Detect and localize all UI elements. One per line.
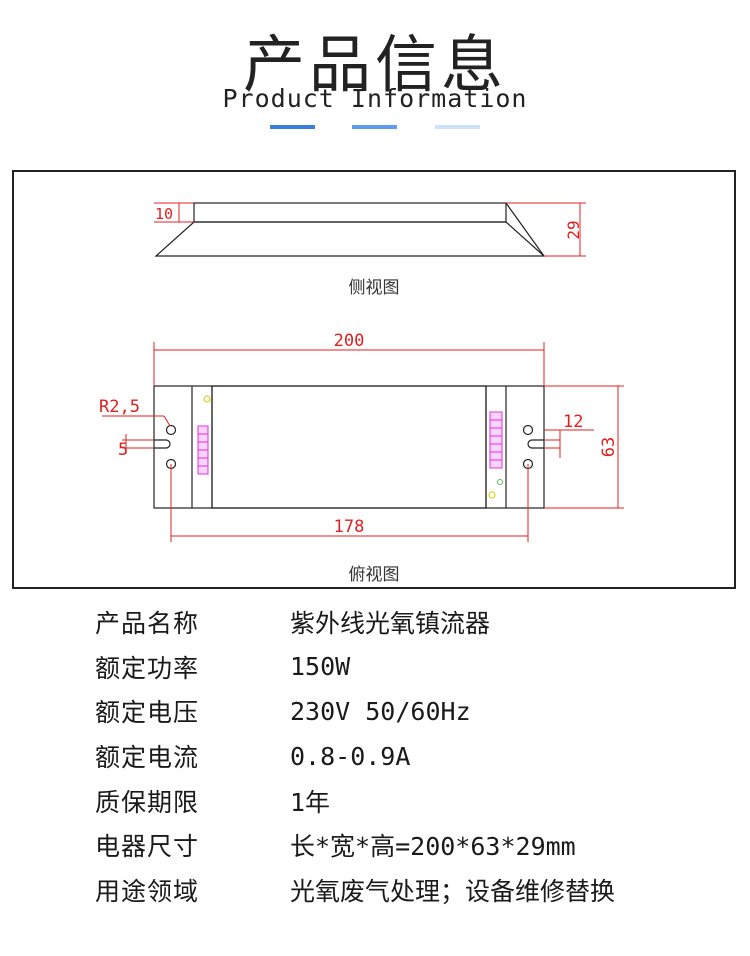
accent-bar-2 bbox=[352, 125, 397, 129]
dim-side-height: 29 bbox=[564, 220, 583, 239]
side-edge-right bbox=[505, 202, 545, 257]
slot-left bbox=[154, 439, 171, 449]
dim-width: 63 bbox=[599, 437, 619, 457]
ballast-center bbox=[211, 385, 487, 509]
technical-drawing: 10 29 bbox=[12, 170, 736, 589]
terminal-block-right bbox=[489, 411, 503, 469]
spec-value: 0.8-0.9A bbox=[290, 741, 411, 771]
spec-key: 额定功率 bbox=[95, 653, 200, 683]
spec-row: 产品名称 紫外线光氧镇流器 bbox=[95, 600, 695, 645]
spec-table: 产品名称 紫外线光氧镇流器 额定功率 150W 额定电压 230V 50/60H… bbox=[95, 600, 695, 912]
spec-key: 额定电压 bbox=[95, 698, 200, 728]
spec-key: 额定电流 bbox=[95, 743, 200, 773]
accent-bar-3 bbox=[435, 125, 480, 129]
spec-value: 光氧废气处理；设备维修替换 bbox=[290, 876, 616, 906]
spec-row: 电器尺寸 长*宽*高=200*63*29mm bbox=[95, 823, 695, 868]
led-left-icon bbox=[203, 395, 211, 403]
dim-side-left: 10 bbox=[155, 205, 173, 223]
top-dimensions bbox=[102, 342, 624, 542]
side-view bbox=[154, 202, 546, 257]
dim-hole-spacing: 178 bbox=[334, 517, 365, 537]
spec-row: 用途领域 光氧废气处理；设备维修替换 bbox=[95, 868, 695, 913]
spec-row: 额定功率 150W bbox=[95, 645, 695, 690]
spec-value: 150W bbox=[290, 652, 351, 682]
side-base-trapezoid bbox=[154, 221, 546, 257]
led-green-icon bbox=[497, 479, 503, 485]
slot-right bbox=[527, 439, 544, 449]
page-title: 产品信息 bbox=[242, 28, 507, 101]
mount-hole-left-top bbox=[165, 424, 177, 436]
spec-value: 1年 bbox=[290, 787, 331, 817]
side-dimensions bbox=[154, 202, 586, 257]
top-view bbox=[153, 385, 545, 509]
page-subtitle: Product Information bbox=[222, 84, 528, 113]
drawing-svg: 10 29 bbox=[99, 202, 624, 542]
dim-radius: R2,5 bbox=[99, 397, 140, 417]
spec-row: 额定电压 230V 50/60Hz bbox=[95, 689, 695, 734]
mount-hole-right-top bbox=[522, 424, 534, 436]
spec-key: 用途领域 bbox=[95, 876, 200, 906]
terminal-block-left bbox=[197, 425, 209, 475]
spec-value: 长*宽*高=200*63*29mm bbox=[290, 832, 576, 862]
dim-length-total: 200 bbox=[334, 331, 365, 351]
spec-key: 产品名称 bbox=[95, 609, 200, 639]
spec-row: 额定电流 0.8-0.9A bbox=[95, 734, 695, 779]
spec-row: 质保期限 1年 bbox=[95, 778, 695, 823]
spec-value: 230V 50/60Hz bbox=[290, 696, 471, 726]
side-top-rect bbox=[193, 202, 507, 223]
side-view-label: 侧视图 bbox=[348, 278, 400, 298]
led-right-icon bbox=[488, 491, 496, 499]
accent-bar-1 bbox=[270, 125, 315, 129]
spec-key: 质保期限 bbox=[95, 787, 200, 817]
top-view-label: 俯视图 bbox=[348, 565, 400, 585]
dim-slot: 5 bbox=[118, 440, 128, 460]
spec-key: 电器尺寸 bbox=[95, 832, 200, 862]
dim-slot-right: 12 bbox=[563, 412, 583, 432]
spec-value: 紫外线光氧镇流器 bbox=[290, 609, 491, 639]
